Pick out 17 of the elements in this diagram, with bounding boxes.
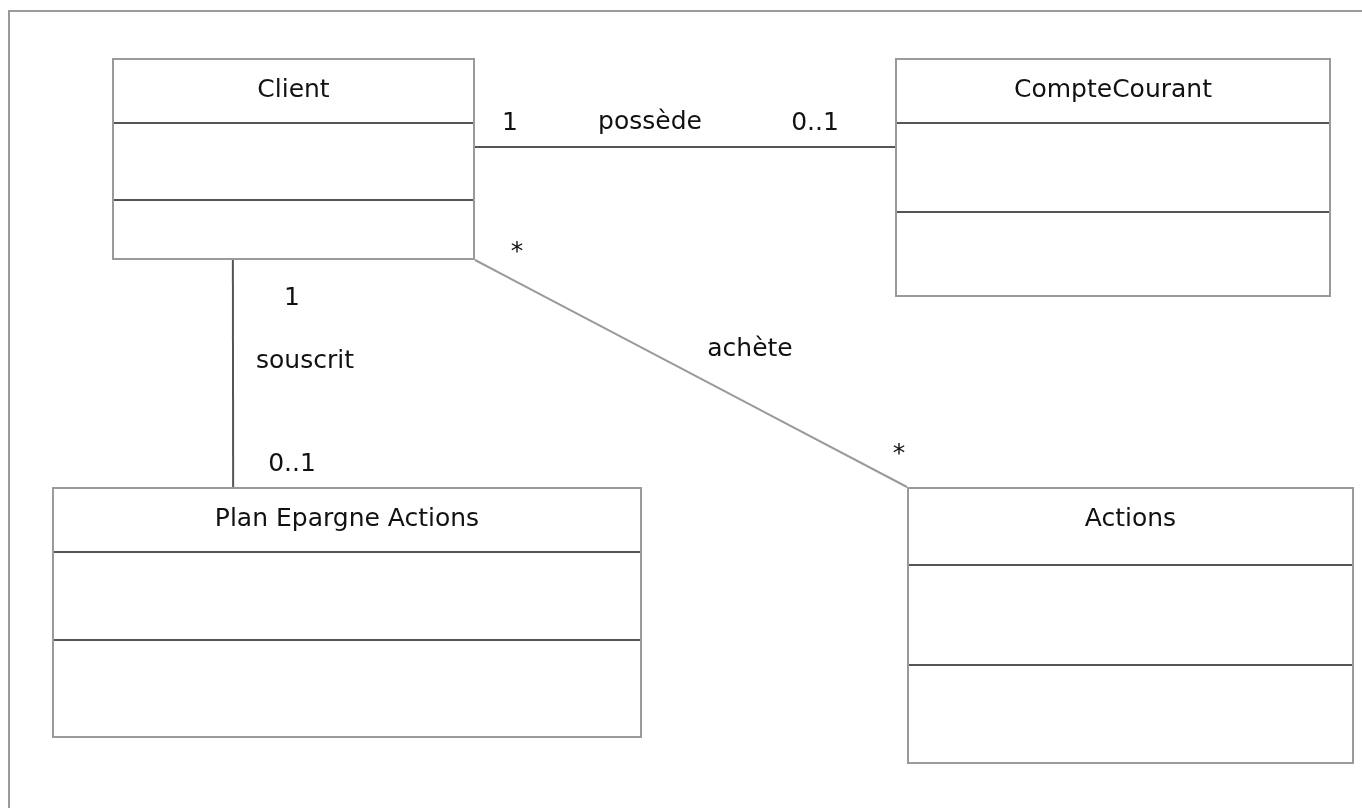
- class-box: [895, 58, 1331, 297]
- association-line: [474, 259, 908, 488]
- class-box: [112, 58, 475, 260]
- association-line: [474, 145, 896, 148]
- multiplicity-label: 1: [284, 283, 300, 309]
- multiplicity-label: *: [892, 439, 906, 465]
- multiplicity-label: 1: [502, 108, 518, 134]
- class-name: Plan Epargne Actions: [213, 503, 481, 532]
- class-box: [52, 487, 642, 738]
- class-name: CompteCourant: [1013, 74, 1213, 103]
- association-line: [231, 259, 235, 488]
- multiplicity-label: 0..1: [268, 449, 316, 475]
- class-name: Client: [256, 74, 331, 103]
- class-box: [907, 487, 1354, 764]
- multiplicity-label: 0..1: [791, 108, 839, 134]
- class-name: Actions: [1083, 503, 1178, 532]
- multiplicity-label: *: [510, 237, 524, 263]
